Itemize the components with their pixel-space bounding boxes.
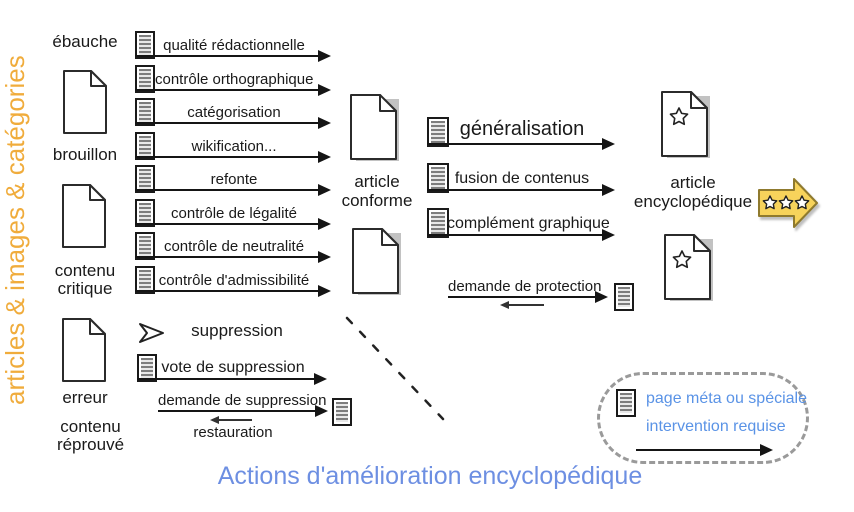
action-controle-orthographique: contrôle orthographique — [135, 63, 331, 96]
meta-page-icon — [135, 98, 155, 126]
arrowhead-icon — [315, 405, 328, 417]
meta-page-icon — [135, 266, 155, 294]
action-demande-de-suppression: demande de suppression — [158, 384, 328, 417]
middle-node-label: article conforme — [341, 172, 413, 210]
document-shadow-icon — [350, 94, 399, 161]
arrowhead-icon — [318, 218, 331, 230]
arrowhead-icon — [318, 251, 331, 263]
meta-page-icon — [137, 354, 157, 382]
meta-page-icon — [614, 283, 634, 311]
action-complement-graphique: complément graphique — [427, 208, 615, 241]
meta-page-icon — [135, 132, 155, 160]
action-suppression-label: suppression — [191, 321, 283, 340]
side-axis-label: articles & images & catégories — [0, 55, 30, 405]
featured-star-arrow-icon — [758, 178, 818, 228]
document-icon — [62, 184, 106, 248]
arrowhead-icon — [318, 285, 331, 297]
arrowhead-icon — [318, 84, 331, 96]
action-generalisation: généralisation — [427, 117, 615, 150]
legend-arrow-icon — [636, 444, 773, 456]
star-document-icon — [664, 234, 713, 301]
document-shadow-icon — [352, 228, 401, 295]
arrowhead-icon — [602, 184, 615, 196]
arrowhead-icon — [318, 184, 331, 196]
arrowhead-icon — [318, 50, 331, 62]
right-node-label: article encyclopédique — [633, 173, 753, 211]
action-controle-admissibilite: contrôle d'admissibilité — [135, 264, 331, 297]
action-restauration-label: restauration — [193, 424, 273, 441]
arrowhead-icon — [318, 151, 331, 163]
meta-page-icon — [135, 199, 155, 227]
action-controle-legalite: contrôle de légalité — [135, 197, 331, 230]
meta-page-icon — [616, 389, 636, 417]
action-refonte: refonte — [135, 163, 331, 196]
source-label-erreur: erreur — [62, 388, 108, 407]
diagram-title: Actions d'amélioration encyclopédique — [217, 462, 643, 490]
arrowhead-icon — [314, 373, 327, 385]
source-label-contenu-critique: contenu critique — [54, 261, 116, 298]
meta-page-icon — [332, 398, 352, 426]
arrowhead-icon — [602, 229, 615, 241]
action-demande-de-protection: demande de protection — [448, 270, 608, 303]
legend-box: page méta ou spéciale intervention requi… — [597, 372, 809, 464]
action-wikification: wikification... — [135, 130, 331, 163]
source-label-ebauche: ébauche — [52, 32, 118, 51]
meta-page-icon — [427, 117, 449, 147]
meta-page-icon — [427, 208, 449, 238]
arrowhead-icon — [595, 291, 608, 303]
meta-page-icon — [135, 31, 155, 59]
action-categorisation: catégorisation — [135, 96, 331, 129]
meta-page-icon — [135, 65, 155, 93]
source-label-brouillon: brouillon — [52, 145, 118, 164]
arrowhead-icon — [318, 117, 331, 129]
star-document-icon — [661, 91, 710, 158]
action-qualite-redactionnelle: qualité rédactionnelle — [135, 29, 331, 62]
unprotect-arrow-icon — [500, 301, 544, 309]
legend-line1: page méta ou spéciale — [646, 390, 807, 407]
action-vote-de-suppression: vote de suppression — [137, 352, 327, 385]
document-icon — [62, 318, 106, 382]
source-label-contenu-reprouve: contenu réprouvé — [56, 417, 125, 454]
legend-line2: intervention requise — [646, 418, 786, 435]
open-chevron-icon — [139, 323, 164, 343]
meta-page-icon — [135, 165, 155, 193]
meta-page-icon — [135, 232, 155, 260]
arrowhead-icon — [602, 138, 615, 150]
document-icon — [63, 70, 107, 134]
action-controle-neutralite: contrôle de neutralité — [135, 230, 331, 263]
restore-arrow-icon — [210, 416, 252, 424]
meta-page-icon — [427, 163, 449, 193]
action-fusion-de-contenus: fusion de contenus — [427, 163, 615, 196]
